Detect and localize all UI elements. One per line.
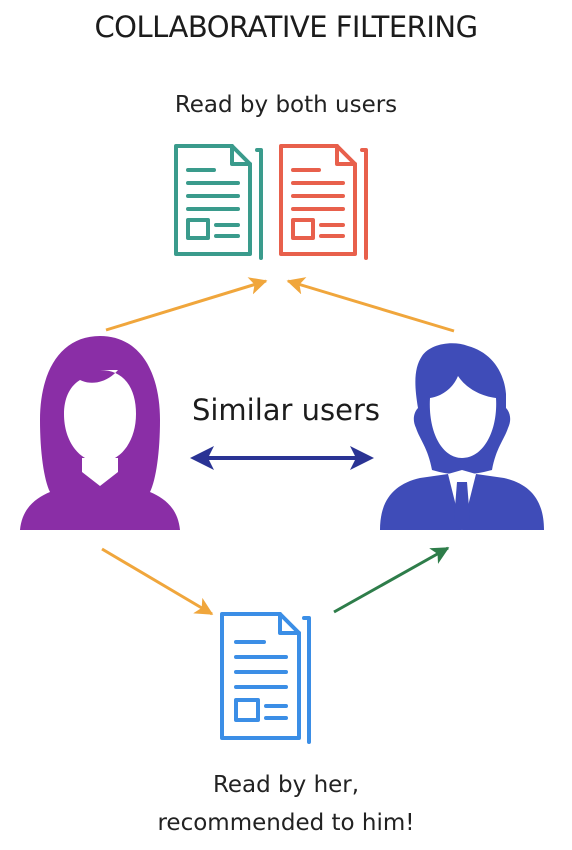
recommendation-caption: Read by her, recommended to him! (0, 766, 572, 842)
similar-users-label: Similar users (191, 393, 381, 427)
recommendation-caption-line-1: Read by her, (212, 772, 360, 798)
red-document-icon (279, 144, 368, 260)
woman-to-shared-arrow-icon (105, 277, 268, 332)
similarity-double-arrow-icon (190, 446, 374, 470)
woman-to-recommendation-arrow-icon (101, 547, 214, 616)
man-user-icon (380, 343, 544, 530)
man-to-shared-arrow-icon (286, 277, 455, 333)
recommendation-caption-line-2: recommended to him! (157, 810, 415, 836)
recommendation-to-man-arrow-icon (333, 546, 450, 614)
diagram-title: COLLABORATIVE FILTERING (94, 10, 478, 44)
woman-user-icon (20, 336, 180, 530)
green-document-icon (174, 144, 263, 260)
shared-documents-caption: Read by both users (174, 92, 398, 118)
blue-document-icon (220, 612, 311, 744)
